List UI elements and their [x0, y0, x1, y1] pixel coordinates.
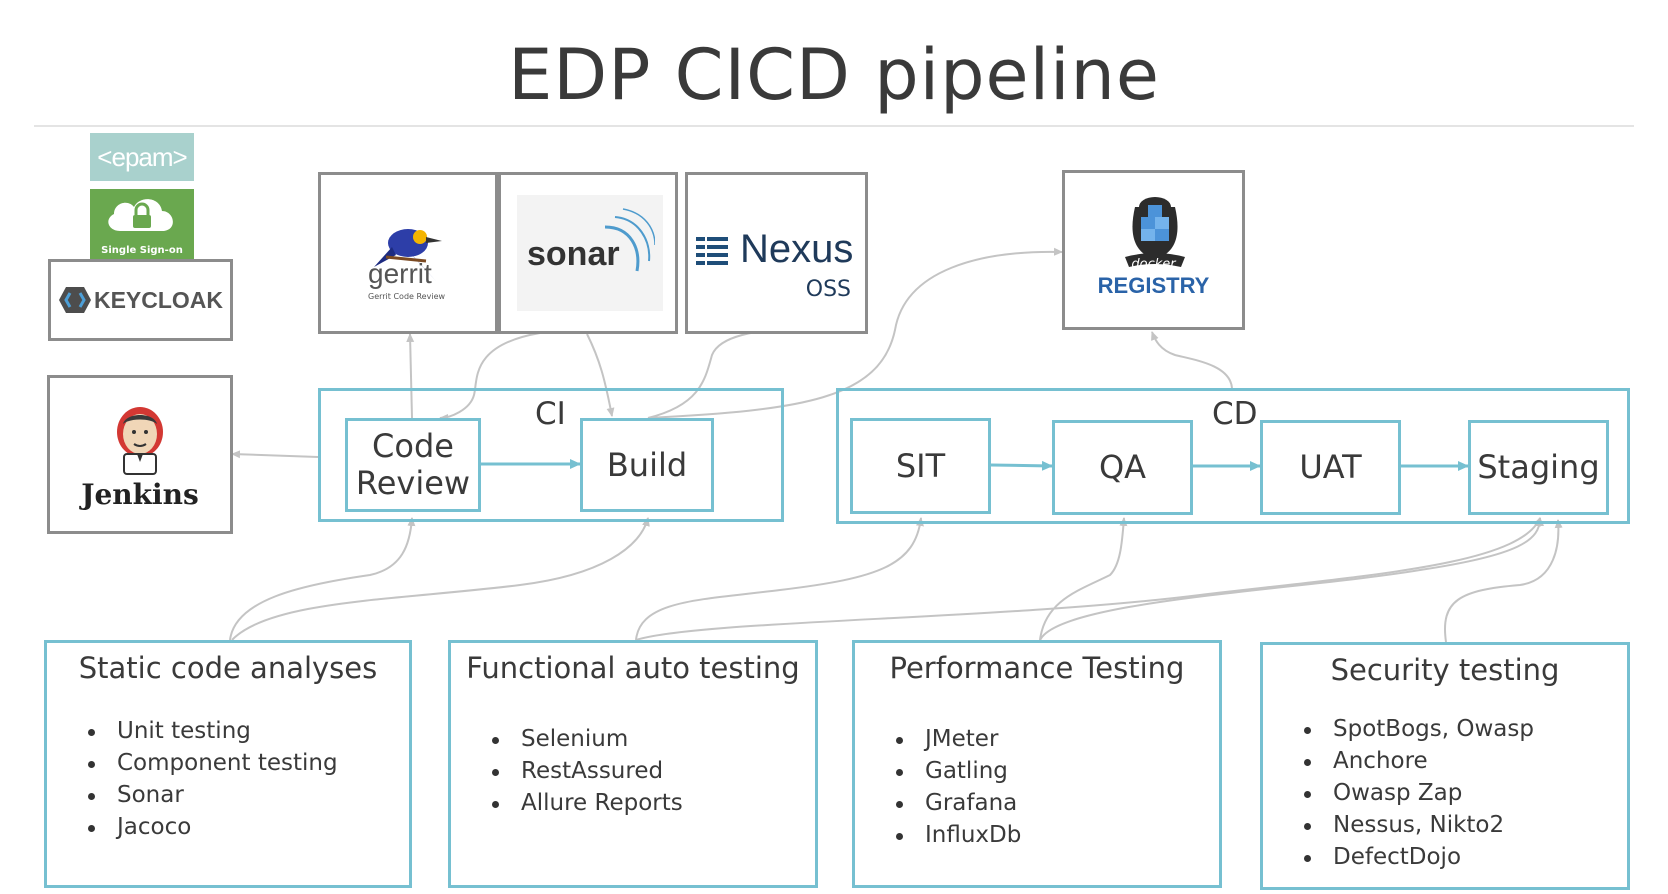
sonar-waves-icon	[604, 208, 655, 272]
testing-list: Selenium RestAssured Allure Reports	[451, 723, 815, 819]
registry-wordmark: REGISTRY	[1097, 273, 1210, 298]
gerrit-wordmark: gerrit	[368, 258, 432, 289]
cd-frame	[836, 388, 1630, 524]
gerrit-subtitle: Gerrit Code Review	[368, 292, 446, 301]
gerrit-bird-icon	[374, 229, 442, 281]
single-sign-on-logo: Single Sign-on	[90, 189, 194, 259]
arrow-static-to-build	[231, 517, 650, 641]
sso-caption: Single Sign-on	[101, 245, 183, 256]
testing-list: Unit testing Component testing Sonar Jac…	[47, 715, 409, 843]
epam-wordmark: <epam>	[97, 141, 187, 172]
list-item: Gatling	[896, 755, 1219, 787]
ci-label: CI	[535, 396, 566, 432]
arrow-ci-to-jenkins	[231, 450, 319, 459]
nexus-bars-icon	[696, 237, 728, 265]
arrow-functional-to-sit	[635, 517, 924, 641]
sonar-logo: sonar	[498, 172, 678, 334]
list-item: Component testing	[88, 747, 409, 779]
stage-code-review[interactable]: Code Review	[345, 418, 481, 512]
stage-staging[interactable]: Staging	[1468, 420, 1609, 515]
arrow-security-to-staging	[1444, 519, 1563, 643]
jenkins-logo: Jenkins	[47, 375, 233, 534]
testing-title: Security testing	[1330, 653, 1560, 687]
arrow-cd-to-registry	[1151, 331, 1233, 389]
arrow-build-to-registry	[647, 247, 1063, 419]
testing-box-security: Security testing SpotBogs, Owasp Anchore…	[1260, 642, 1630, 890]
testing-box-static: Static code analyses Unit testing Compon…	[44, 640, 412, 888]
docker-registry-logo: docker REGISTRY	[1062, 170, 1245, 330]
arrow-sit-to-qa	[990, 460, 1053, 471]
arrow-sonar-to-build	[586, 333, 615, 417]
list-item: Jacoco	[88, 811, 409, 843]
page-title: EDP CICD pipeline	[508, 34, 1160, 116]
list-item: Owasp Zap	[1304, 777, 1627, 809]
nexus-logo: Nexus OSS	[685, 172, 868, 334]
sonar-wordmark: sonar	[527, 235, 620, 273]
testing-box-performance: Performance Testing JMeter Gatling Grafa…	[852, 640, 1222, 888]
list-item: Selenium	[492, 723, 815, 755]
title-divider	[34, 125, 1634, 127]
list-item: DefectDojo	[1304, 841, 1627, 873]
cloud-lock-icon	[108, 199, 173, 231]
keycloak-logo: KEYCLOAK	[48, 259, 233, 341]
arrow-performance-to-staging	[1039, 517, 1544, 641]
list-item: InfluxDb	[896, 819, 1219, 851]
list-item: JMeter	[896, 723, 1219, 755]
docker-wordmark: docker	[1131, 257, 1176, 272]
testing-title: Static code analyses	[78, 651, 378, 685]
testing-title: Performance Testing	[889, 651, 1185, 685]
stage-uat[interactable]: UAT	[1260, 420, 1401, 515]
testing-list: JMeter Gatling Grafana InfluxDb	[855, 723, 1219, 851]
stage-build[interactable]: Build	[580, 418, 714, 512]
sonar-tile: sonar	[517, 195, 663, 311]
list-item: Unit testing	[88, 715, 409, 747]
testing-list: SpotBogs, Owasp Anchore Owasp Zap Nessus…	[1263, 713, 1627, 873]
docker-registry-icon	[1125, 197, 1185, 267]
arrow-functional-to-staging	[635, 517, 1541, 641]
list-item: Allure Reports	[492, 787, 815, 819]
list-item: Grafana	[896, 787, 1219, 819]
nexus-subtitle: OSS	[805, 277, 851, 302]
cd-label: CD	[1212, 396, 1258, 432]
list-item: Anchore	[1304, 745, 1627, 777]
jenkins-wordmark: Jenkins	[81, 478, 199, 511]
nexus-wordmark: Nexus	[740, 227, 854, 271]
keycloak-icon	[58, 287, 91, 313]
arrow-performance-to-qa	[1039, 517, 1128, 641]
list-item: RestAssured	[492, 755, 815, 787]
epam-logo: <epam>	[90, 133, 194, 181]
keycloak-wordmark: KEYCLOAK	[93, 286, 224, 313]
arrow-codereview-to-gerrit	[406, 333, 415, 419]
jenkins-butler-icon	[117, 407, 163, 475]
list-item: Nessus, Nikto2	[1304, 809, 1627, 841]
stage-qa[interactable]: QA	[1052, 420, 1193, 515]
arrow-static-to-codereview	[229, 517, 416, 641]
ci-frame	[318, 388, 784, 522]
list-item: Sonar	[88, 779, 409, 811]
testing-box-functional: Functional auto testing Selenium RestAss…	[448, 640, 818, 888]
testing-title: Functional auto testing	[466, 651, 800, 685]
stage-sit[interactable]: SIT	[850, 418, 991, 514]
list-item: SpotBogs, Owasp	[1304, 713, 1627, 745]
gerrit-logo: gerrit Gerrit Code Review	[318, 172, 498, 334]
